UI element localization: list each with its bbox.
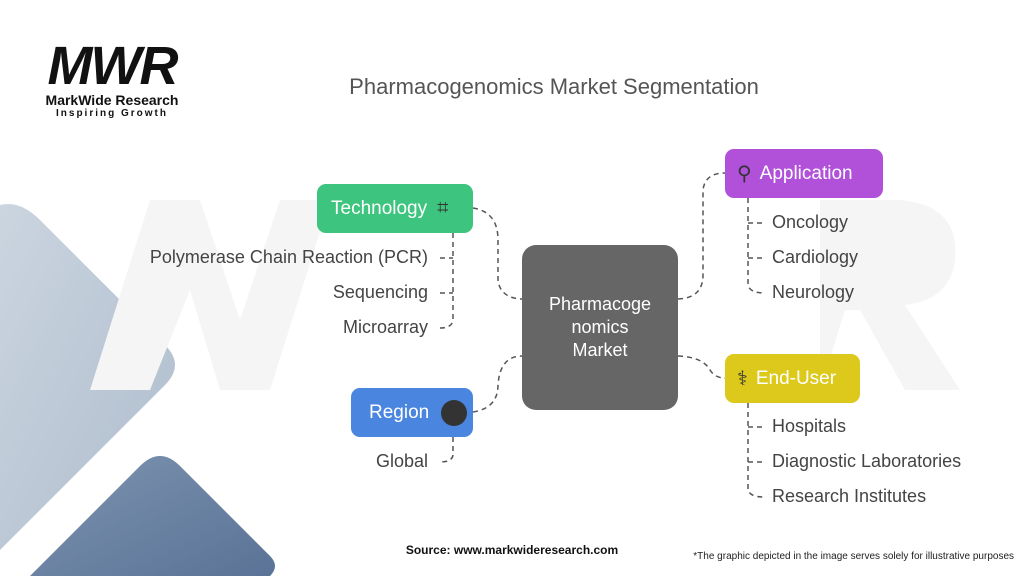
watermark: [90, 200, 960, 390]
pill-search-icon: ⚲: [737, 163, 752, 185]
capsule-doctor-icon: ⚕: [737, 368, 748, 390]
list-item: Research Institutes: [772, 486, 927, 506]
logo-name: MarkWide Research: [45, 92, 179, 108]
center-node: Pharmacoge nomics Market: [522, 245, 678, 410]
end-user-node[interactable]: ⚕ End-User: [725, 354, 860, 403]
bg-shape-dark: [30, 456, 275, 576]
list-item: Neurology: [772, 282, 855, 302]
list-item: Hospitals: [772, 416, 847, 436]
technology-label: Technology: [331, 197, 428, 219]
list-item: Polymerase Chain Reaction (PCR): [149, 247, 428, 267]
bg-shape-light: [0, 204, 175, 550]
application-label: Application: [759, 162, 853, 184]
region-label: Region: [369, 401, 430, 423]
page-title: Pharmacogenomics Market Segmentation: [349, 74, 759, 99]
chip-capsule-icon: ⌗: [437, 197, 449, 219]
list-item: Microarray: [342, 317, 428, 337]
technology-node[interactable]: Technology ⌗: [317, 184, 473, 233]
list-item: Sequencing: [332, 282, 428, 302]
list-item: Cardiology: [772, 247, 859, 267]
logo: MWR MarkWide Research Inspiring Growth: [34, 36, 190, 119]
application-node[interactable]: ⚲ Application: [725, 149, 883, 198]
center-label: Pharmacoge nomics Market: [548, 294, 652, 360]
footnote: *The graphic depicted in the image serve…: [693, 551, 1014, 562]
region-node[interactable]: Region: [351, 388, 473, 437]
list-item: Diagnostic Laboratories: [772, 451, 962, 471]
globe-icon: [441, 399, 468, 426]
list-item: Oncology: [772, 212, 849, 232]
logo-mark: MWR: [47, 36, 179, 96]
logo-tagline: Inspiring Growth: [56, 108, 168, 119]
list-item: Global: [375, 451, 428, 471]
end-user-label: End-User: [755, 367, 837, 389]
source-text: Source: www.markwideresearch.com: [405, 543, 619, 557]
